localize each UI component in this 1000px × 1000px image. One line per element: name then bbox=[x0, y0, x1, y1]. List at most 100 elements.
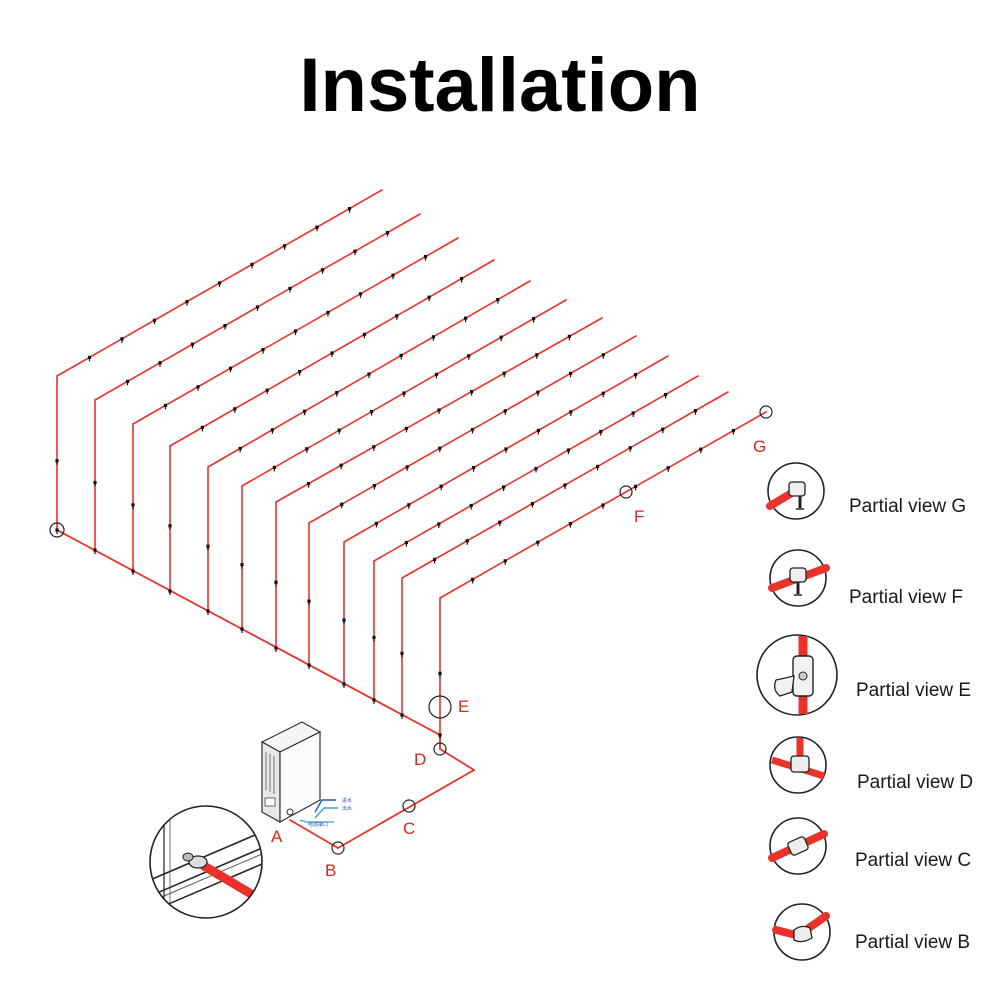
nozzle-10-7 bbox=[599, 429, 603, 436]
nozzle-3-4 bbox=[261, 348, 265, 354]
nozzle-9-8 bbox=[601, 391, 605, 398]
riser-valve-8 bbox=[307, 599, 311, 606]
straight-coupling-icon bbox=[768, 817, 828, 875]
nozzle-12-8 bbox=[699, 447, 703, 454]
page-title: Installation bbox=[299, 43, 701, 128]
nozzle-6-1 bbox=[272, 465, 276, 472]
point-label-d: D bbox=[414, 750, 426, 769]
detail-markers bbox=[49, 405, 773, 855]
nozzle-3-7 bbox=[358, 292, 363, 298]
nozzle-9-2 bbox=[407, 503, 411, 509]
nozzle-6-5 bbox=[402, 391, 406, 397]
marker-e bbox=[428, 695, 452, 719]
point-label-f: F bbox=[634, 507, 644, 526]
nozzle-11-7 bbox=[628, 446, 632, 452]
nozzle-9-7 bbox=[569, 410, 573, 416]
partial-view-e-label: Partial view E bbox=[856, 680, 971, 701]
riser-tee-6 bbox=[240, 627, 244, 633]
nozzle-1-5 bbox=[217, 281, 222, 287]
tee-nozzle-icon bbox=[768, 549, 830, 607]
nozzle-4-2 bbox=[233, 407, 237, 413]
nozzle-3-5 bbox=[293, 329, 298, 335]
nozzle-3-1 bbox=[163, 403, 168, 410]
riser-valve-7 bbox=[274, 580, 278, 587]
nozzle-8-6 bbox=[503, 409, 507, 415]
nozzle-7-5 bbox=[437, 408, 441, 414]
nozzle-2-7 bbox=[320, 268, 325, 274]
point-label-e: E bbox=[458, 697, 469, 716]
nozzle-8-9 bbox=[601, 353, 605, 359]
riser-tee-5 bbox=[206, 609, 210, 615]
point-label-c: C bbox=[403, 819, 415, 838]
nozzle-4-9 bbox=[460, 277, 464, 283]
nozzle-8-2 bbox=[372, 484, 376, 490]
elbow-fitting-icon bbox=[772, 903, 831, 961]
pipe-network bbox=[56, 189, 767, 849]
point-label-g: G bbox=[753, 437, 766, 456]
riser-tee-8 bbox=[307, 663, 311, 669]
riser-tee-12 bbox=[438, 733, 442, 739]
pump-outlet-label: 出水 bbox=[342, 805, 352, 812]
nozzle-10-9 bbox=[664, 392, 668, 399]
riser-valve-4 bbox=[168, 524, 172, 530]
nozzle-7-4 bbox=[404, 426, 408, 433]
nozzle-9-4 bbox=[472, 466, 476, 472]
nozzle-12-1 bbox=[471, 577, 475, 584]
nozzle-8-5 bbox=[470, 427, 475, 434]
nozzle-4-8 bbox=[427, 295, 431, 302]
nozzle-12-7 bbox=[666, 466, 670, 472]
nozzle-2-4 bbox=[223, 324, 227, 330]
nozzle-2-1 bbox=[125, 379, 130, 386]
nozzle-3-8 bbox=[391, 273, 395, 280]
riser-valve-9 bbox=[342, 618, 346, 625]
nozzle-5-4 bbox=[335, 391, 339, 397]
nozzle-9-3 bbox=[439, 484, 443, 491]
nozzle-4-1 bbox=[200, 425, 204, 432]
nozzle-11-8 bbox=[661, 427, 665, 434]
pipe-feed-b-a bbox=[289, 819, 339, 849]
marker-d bbox=[433, 742, 447, 756]
riser-valve-1 bbox=[55, 459, 59, 465]
nozzle-2-3 bbox=[190, 342, 195, 349]
riser-tee-1 bbox=[55, 528, 59, 534]
riser-tee-4 bbox=[168, 589, 172, 595]
pipe-feed-corner bbox=[439, 748, 475, 771]
nozzle-7-2 bbox=[339, 463, 343, 470]
riser-tee-11 bbox=[400, 713, 404, 719]
riser-tee-2 bbox=[93, 548, 97, 554]
partial-view-list: Partial view G Partial view F Partial vi… bbox=[756, 462, 973, 961]
nozzle-6-8 bbox=[499, 335, 503, 342]
nozzle-8-8 bbox=[569, 371, 573, 378]
nozzle-7-8 bbox=[535, 353, 539, 359]
nozzle-10-8 bbox=[631, 411, 635, 417]
partial-view-d-label: Partial view D bbox=[857, 772, 973, 793]
riser-tee-10 bbox=[372, 698, 376, 704]
nozzle-2-9 bbox=[385, 231, 390, 237]
nozzle-10-3 bbox=[469, 503, 473, 510]
nozzle-4-3 bbox=[265, 388, 269, 395]
point-label-a: A bbox=[271, 827, 283, 846]
nozzle-5-7 bbox=[431, 335, 435, 341]
nozzle-12-9 bbox=[731, 429, 735, 435]
nozzle-7-9 bbox=[567, 334, 571, 341]
pipe-feed-c-b bbox=[337, 769, 475, 849]
riser-valve-11 bbox=[400, 651, 404, 658]
nozzle-10-6 bbox=[566, 448, 570, 454]
nozzle-3-6 bbox=[326, 310, 330, 317]
nozzle-11-1 bbox=[433, 557, 437, 564]
riser-valve-10 bbox=[372, 635, 376, 642]
pump-inlet-label: 进水 bbox=[342, 797, 352, 804]
marker-g bbox=[759, 405, 773, 419]
nozzle-4-4 bbox=[298, 370, 302, 376]
nozzle-6-4 bbox=[370, 410, 374, 416]
nozzle-1-2 bbox=[120, 337, 124, 343]
nozzle-12-4 bbox=[568, 522, 572, 528]
partial-view-b-label: Partial view B bbox=[855, 932, 970, 953]
nozzle-1-8 bbox=[315, 225, 319, 232]
nozzle-10-2 bbox=[437, 522, 441, 528]
nozzle-5-8 bbox=[464, 316, 468, 323]
partial-view-c-label: Partial view C bbox=[855, 850, 971, 871]
nozzle-9-5 bbox=[504, 447, 508, 453]
nozzle-7-6 bbox=[470, 390, 474, 396]
